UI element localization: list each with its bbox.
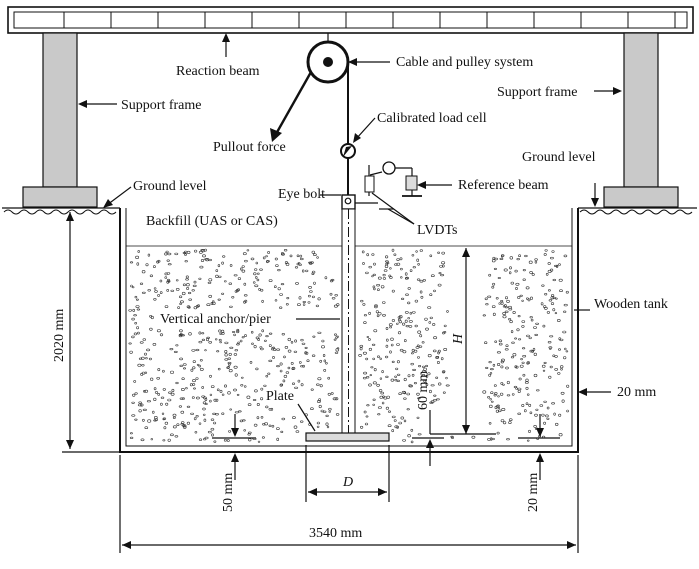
reference-beam (402, 168, 422, 197)
leader-lines (78, 33, 622, 432)
backfill-particles (128, 248, 570, 444)
ground-level-left-label: Ground level (133, 179, 207, 194)
cable (270, 62, 349, 195)
vertical-anchor-label: Vertical anchor/pier (160, 312, 271, 327)
vertical-anchor-pier (341, 208, 356, 434)
ground-level-right-label: Ground level (522, 150, 596, 165)
ground-surface-right (578, 207, 697, 215)
wooden-tank (119, 208, 579, 453)
wall-thickness-dimension: 20 mm (617, 385, 656, 400)
reaction-beam (7, 6, 694, 34)
reference-beam-label: Reference beam (458, 178, 549, 193)
backfill-label: Backfill (UAS or CAS) (146, 214, 278, 229)
cable-pulley-label: Cable and pulley system (396, 55, 533, 70)
lvdts (355, 161, 412, 210)
dimension-lines (62, 212, 611, 553)
width-dimension: 3540 mm (309, 526, 362, 541)
d-symbol: D (342, 475, 353, 490)
eye-bolt-label: Eye bolt (278, 187, 325, 202)
lvdt-gap-dimension: 60 mm (416, 371, 431, 410)
reaction-beam-label: Reaction beam (176, 64, 260, 79)
lvdts-label: LVDTs (417, 223, 458, 238)
support-frame-right-label: Support frame (497, 85, 577, 100)
h-symbol: H (451, 333, 466, 345)
pulley (306, 33, 350, 84)
eye-bolt (341, 194, 356, 210)
base-thickness-dimension: 20 mm (526, 473, 541, 512)
plate-label: Plate (266, 389, 294, 404)
load-cell-label: Calibrated load cell (377, 111, 487, 126)
plate-offset-dimension: 50 mm (221, 473, 236, 512)
ground-surface-left (2, 207, 120, 215)
support-frame-right (603, 32, 679, 208)
support-frame-left (22, 32, 98, 208)
pullout-force-label: Pullout force (213, 140, 286, 155)
support-frame-left-label: Support frame (121, 98, 201, 113)
anchor-plate (305, 432, 390, 442)
wooden-tank-label: Wooden tank (594, 297, 668, 312)
depth-dimension: 2020 mm (52, 309, 67, 362)
load-cell (340, 143, 356, 159)
